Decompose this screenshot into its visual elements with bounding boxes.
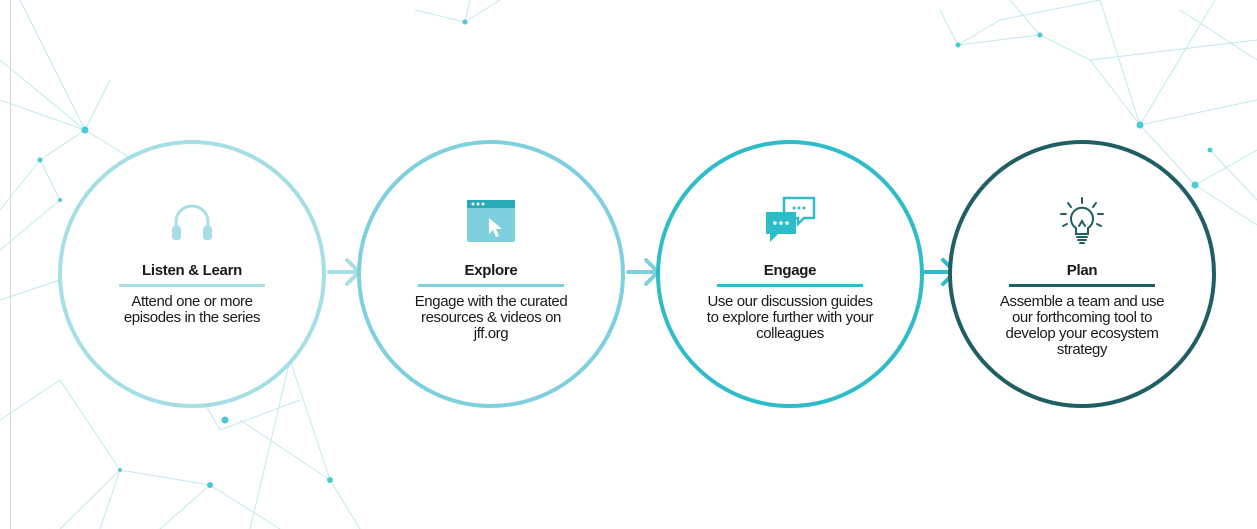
network-line <box>1139 99 1257 126</box>
network-line <box>1039 34 1091 61</box>
network-node <box>1207 147 1213 153</box>
network-node <box>1037 32 1043 38</box>
step-title: Engage <box>717 262 863 287</box>
network-line <box>39 129 86 161</box>
network-line <box>39 159 61 201</box>
network-line <box>99 469 121 529</box>
network-node <box>327 477 333 483</box>
network-line <box>239 419 331 481</box>
step-plan: Plan Assemble a team and use our forthco… <box>948 140 1216 408</box>
lightbulb-icon <box>1060 197 1104 244</box>
network-node <box>118 468 122 472</box>
network-line <box>1139 124 1196 186</box>
network-line <box>0 199 61 251</box>
network-line <box>159 484 211 529</box>
network-node <box>1191 181 1199 189</box>
step-title: Plan <box>1009 262 1155 287</box>
network-line <box>464 0 471 23</box>
step-description: Assemble a team and use our forthcoming … <box>999 293 1165 358</box>
headphones-icon <box>172 204 212 240</box>
network-line <box>1089 59 1141 126</box>
step-explore: Explore Engage with the curated resource… <box>357 140 625 408</box>
step-description: Attend one or more episodes in the serie… <box>123 293 261 326</box>
network-line <box>1194 184 1257 226</box>
network-line <box>1209 149 1257 201</box>
network-line <box>1009 0 1041 36</box>
step-title: Listen & Learn <box>119 262 265 287</box>
network-line <box>119 469 211 486</box>
left-border-rule <box>10 0 11 529</box>
network-line <box>84 79 111 131</box>
network-line <box>464 0 501 23</box>
network-node <box>207 482 213 488</box>
network-line <box>289 359 331 481</box>
network-node <box>955 42 961 48</box>
network-line <box>1099 0 1141 126</box>
network-line <box>999 0 1101 21</box>
network-node <box>221 416 229 424</box>
network-line <box>219 399 301 431</box>
network-line <box>414 9 466 23</box>
network-line <box>59 379 121 471</box>
network-line <box>0 159 41 211</box>
network-line <box>939 9 959 46</box>
network-line <box>249 359 291 529</box>
browser-window-icon <box>467 200 515 242</box>
network-node <box>1136 121 1144 129</box>
step-description: Use our discussion guides to explore fur… <box>706 293 874 342</box>
step-description: Engage with the curated resources & vide… <box>414 293 568 342</box>
network-node <box>37 157 43 163</box>
network-line <box>0 59 86 131</box>
network-line <box>0 379 61 421</box>
network-line <box>0 99 86 131</box>
network-node <box>58 198 62 202</box>
step-title: Explore <box>418 262 564 287</box>
network-line <box>209 484 281 529</box>
network-line <box>329 479 361 529</box>
network-line <box>1179 9 1257 61</box>
step-engage: Engage Use our discussion guides to expl… <box>656 140 924 408</box>
network-line <box>0 279 61 301</box>
network-line <box>19 0 86 131</box>
network-node <box>462 19 468 25</box>
network-line <box>957 19 1001 46</box>
network-line <box>59 469 121 529</box>
chat-bubbles-icon <box>766 196 816 242</box>
network-line <box>1139 0 1216 126</box>
network-line <box>957 34 1041 46</box>
network-node <box>81 126 89 134</box>
step-listen-learn: Listen & Learn Attend one or more episod… <box>58 140 326 408</box>
network-line <box>1089 39 1257 61</box>
